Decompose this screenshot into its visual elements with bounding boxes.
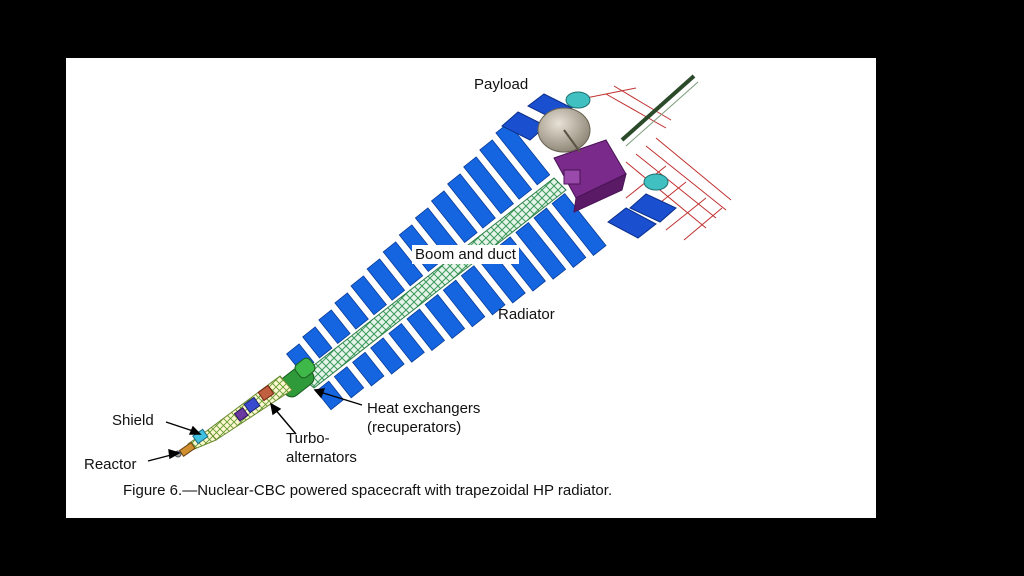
label-turbo-alternators: Turbo- alternators <box>286 429 357 467</box>
radiator-panel <box>463 156 514 215</box>
radiator-panel <box>515 221 567 280</box>
radiator-panel <box>406 308 446 351</box>
antenna-dish <box>537 107 591 153</box>
radiator-panel <box>424 294 466 340</box>
radiator-panel <box>318 309 351 345</box>
radiator-panel <box>302 326 333 359</box>
leader-arrows <box>147 388 363 462</box>
solar-panels <box>501 91 677 239</box>
label-turbo-line2: alternators <box>286 449 357 466</box>
label-reactor: Reactor <box>84 456 137 473</box>
label-heat-exchangers: Heat exchangers (recuperators) <box>367 399 480 437</box>
radiator-panel <box>442 279 486 328</box>
radiator-panel <box>350 275 387 316</box>
radiator-panel <box>460 265 506 316</box>
boom-duct-truss <box>299 177 567 389</box>
figure-slide: Payload Boom and duct Radiator Heat exch… <box>66 58 876 518</box>
radiator-panel <box>366 258 406 301</box>
radiator-panel <box>479 139 533 200</box>
mast <box>620 74 699 147</box>
label-shield: Shield <box>112 412 154 429</box>
label-heat-exchangers-line2: (recuperators) <box>367 419 462 436</box>
label-turbo-line1: Turbo- <box>286 430 330 447</box>
label-heat-exchangers-line1: Heat exchangers <box>367 400 481 417</box>
label-boom-and-duct: Boom and duct <box>412 245 519 264</box>
payload-module <box>553 139 627 213</box>
radiator-panel <box>334 292 369 330</box>
radiator-panel <box>382 241 424 287</box>
turbo-alternators <box>233 384 275 422</box>
radiator-panel <box>370 337 405 375</box>
radiator-panel <box>388 322 425 363</box>
radiator-panel <box>430 190 478 244</box>
radiator-panel <box>352 351 385 387</box>
radiator-panel <box>533 207 587 268</box>
radiator-panel <box>447 173 496 229</box>
radiator-panel <box>333 366 365 399</box>
figure-caption: Figure 6.—Nuclear-CBC powered spacecraft… <box>123 482 613 499</box>
radiator-panel <box>551 193 607 257</box>
label-radiator: Radiator <box>498 306 555 323</box>
label-payload: Payload <box>474 76 529 93</box>
spacecraft-diagram <box>147 74 732 462</box>
reactor <box>174 441 196 458</box>
